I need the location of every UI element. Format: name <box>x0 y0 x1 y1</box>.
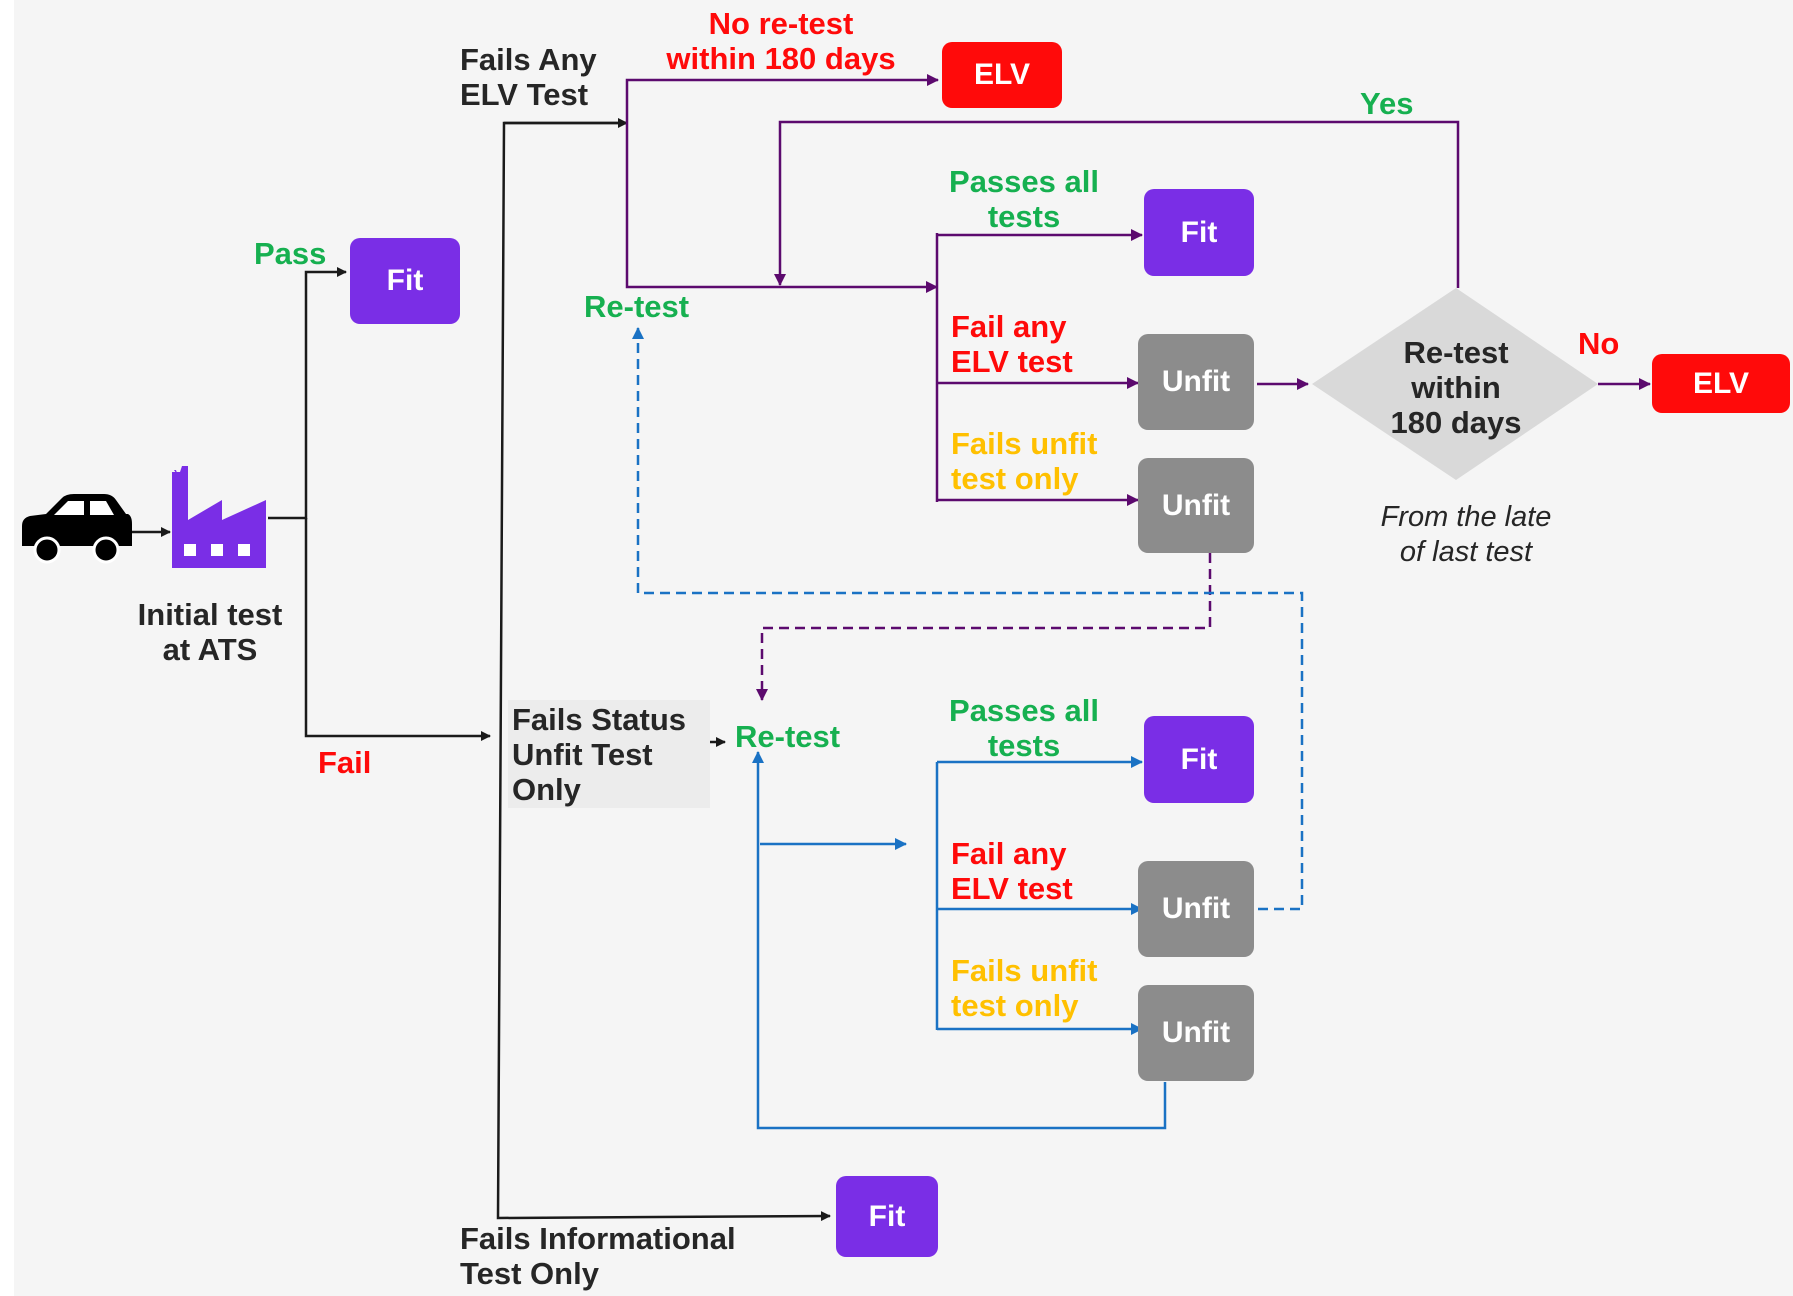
fails-any-elv-label: Fails Any ELV Test <box>460 42 597 112</box>
informational-fit-node: Fit <box>836 1176 938 1257</box>
status-path-unfit-node-1: Unfit <box>1138 861 1254 957</box>
decision-no-label: No <box>1578 326 1620 361</box>
elv-node-right: ELV <box>1652 354 1790 413</box>
car-icon <box>22 494 132 564</box>
status-path-retest-label: Re-test <box>735 719 841 754</box>
initial-test-label: Initial test at ATS <box>137 597 283 667</box>
status-path-fails-unfit-label: Fails unfit test only <box>951 953 1098 1023</box>
elv-path-passes-label: Passes all tests <box>949 164 1099 234</box>
fails-informational-label: Fails Informational Test Only <box>460 1221 736 1291</box>
fails-status-unfit-label: Fails Status Unfit Test Only <box>512 702 686 807</box>
no-retest-label: No re-test within 180 days <box>666 6 896 76</box>
decision-diamond <box>1312 288 1598 480</box>
decision-label: Re-test within 180 days <box>1390 335 1522 440</box>
fail-label: Fail <box>318 745 372 780</box>
elv-path-fail-elv-label: Fail any ELV test <box>951 309 1073 379</box>
initial-split-connector <box>128 267 491 741</box>
diagram-background <box>14 0 1793 1296</box>
pass-label: Pass <box>254 236 327 271</box>
elv-node-top: ELV <box>942 42 1062 108</box>
status-path-connector <box>632 327 1304 1130</box>
elv-path-fit-node: Fit <box>1144 189 1254 276</box>
status-path-unfit-node-2: Unfit <box>1138 985 1254 1081</box>
decision-yes-label: Yes <box>1360 86 1414 121</box>
elv-path-fails-unfit-label: Fails unfit test only <box>951 426 1098 496</box>
initial-fit-node: Fit <box>350 238 460 324</box>
status-path-fit-node: Fit <box>1144 716 1254 803</box>
elv-path-retest-label: Re-test <box>584 289 690 324</box>
factory-icon <box>172 466 266 568</box>
elv-path-unfit-node-1: Unfit <box>1138 334 1254 430</box>
elv-path-connector <box>625 74 1651 701</box>
status-path-passes-label: Passes all tests <box>949 693 1099 763</box>
elv-path-unfit-node-2: Unfit <box>1138 458 1254 553</box>
status-unfit-label-background <box>508 700 710 808</box>
decision-note: From the late of last test <box>1380 501 1552 568</box>
status-path-fail-elv-label: Fail any ELV test <box>951 836 1073 906</box>
